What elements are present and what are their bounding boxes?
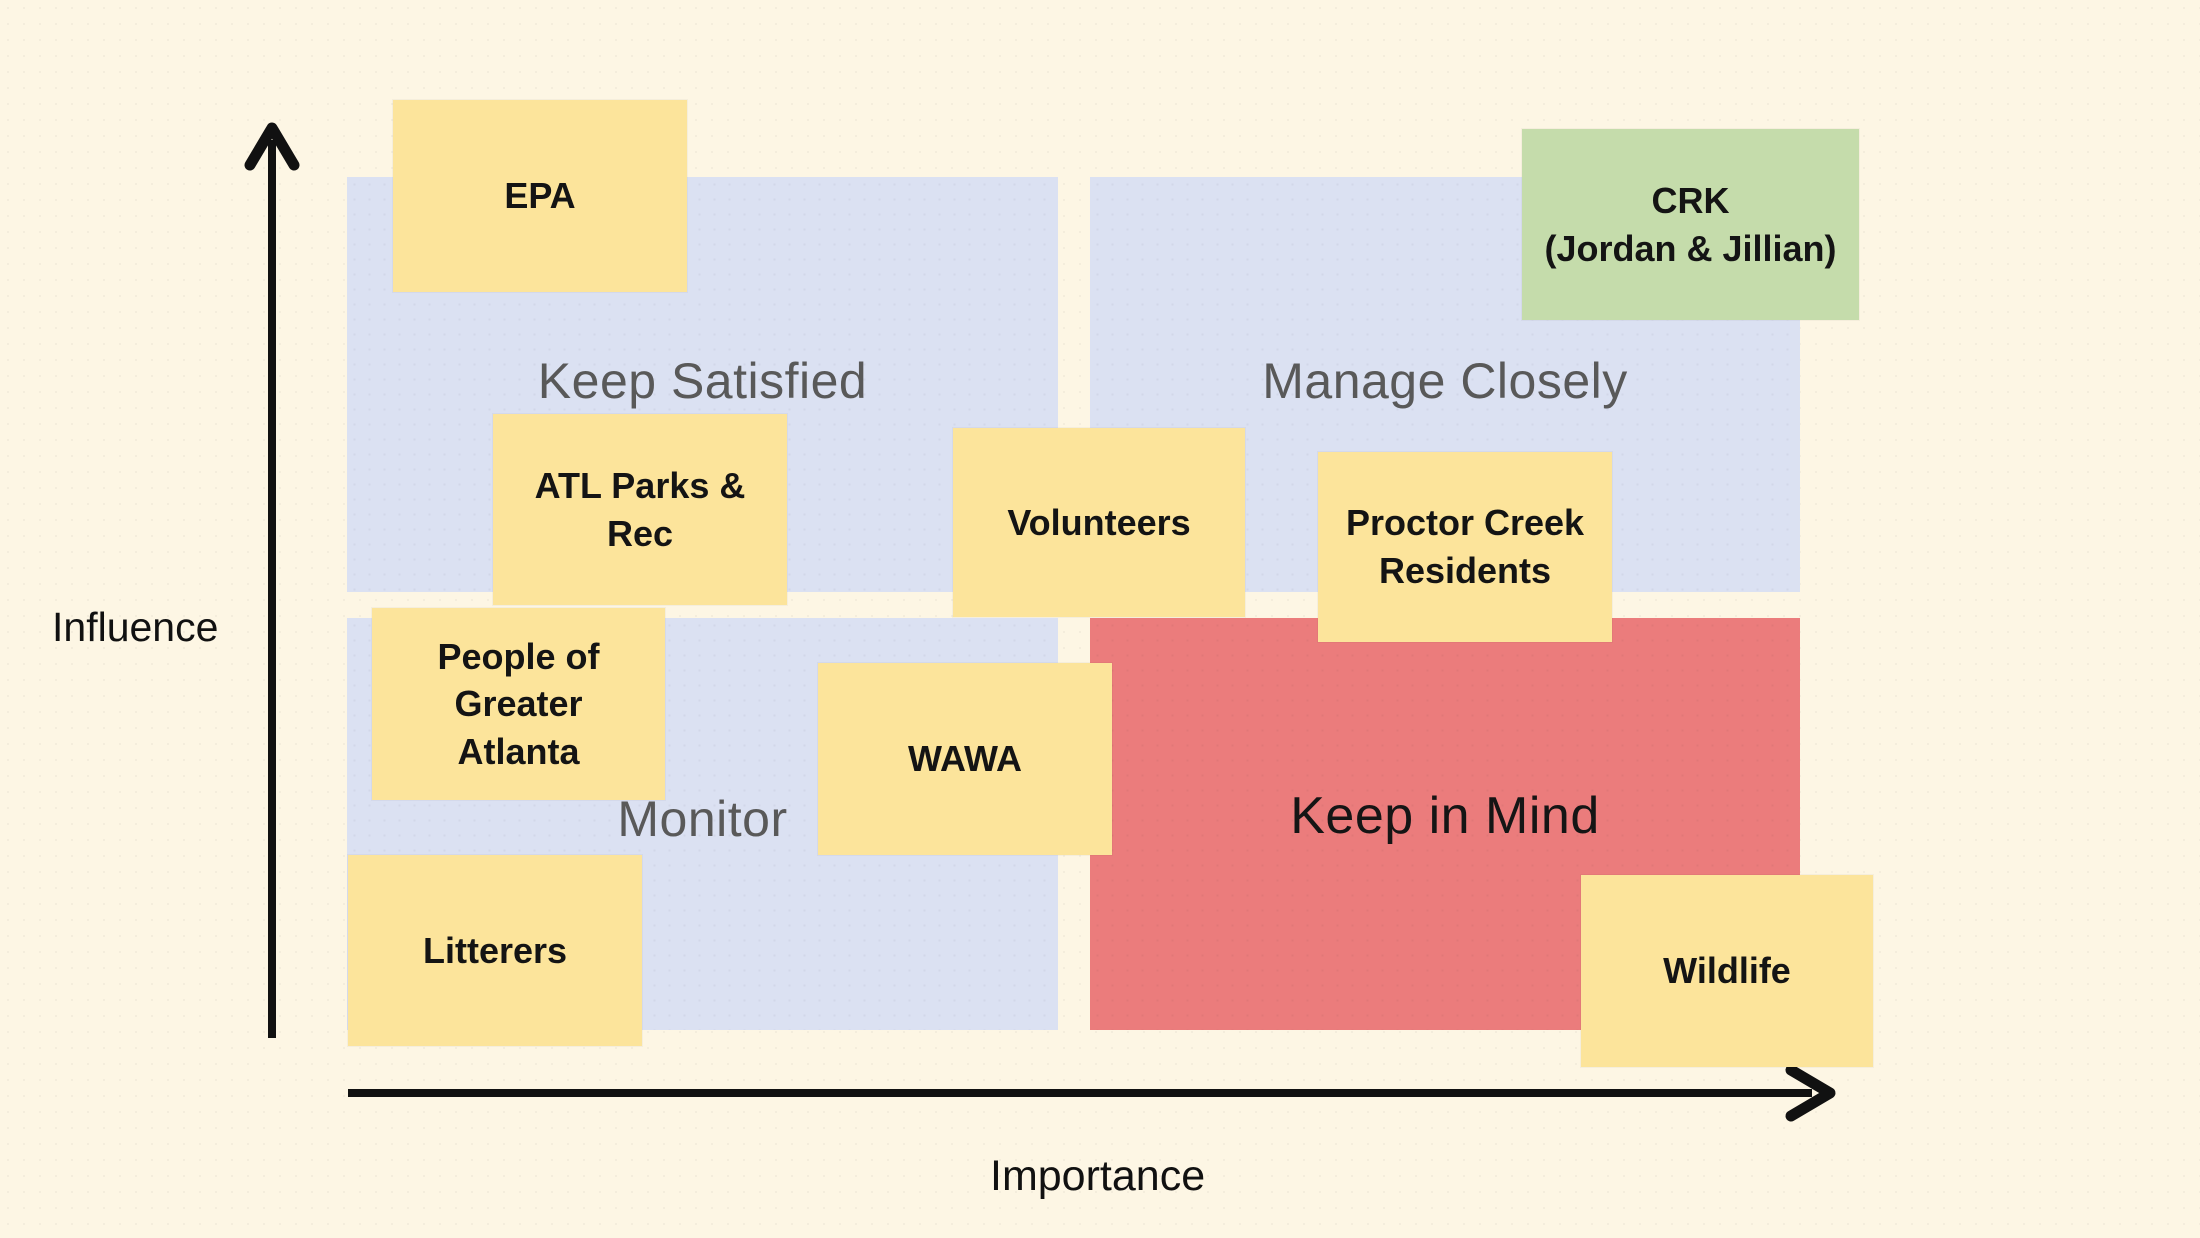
quadrant-keep-in-mind: Keep in Mind	[1090, 618, 1800, 1030]
y-axis-arrow	[244, 122, 300, 1038]
sticky-note-atl-parks-rec[interactable]: ATL Parks & Rec	[493, 414, 787, 605]
sticky-note-people-of-greater-atlanta[interactable]: People of Greater Atlanta	[372, 608, 665, 800]
x-axis-arrow	[348, 1064, 1836, 1122]
quadrant-label-keep-satisfied: Keep Satisfied	[537, 353, 868, 409]
quadrant-label-monitor: Monitor	[617, 791, 788, 847]
sticky-note-crk[interactable]: CRK (Jordan & Jillian)	[1522, 129, 1859, 320]
sticky-note-litterers[interactable]: Litterers	[348, 855, 642, 1046]
sticky-note-volunteers[interactable]: Volunteers	[953, 428, 1245, 617]
sticky-note-wawa[interactable]: WAWA	[818, 663, 1112, 855]
x-axis-label: Importance	[990, 1152, 1206, 1200]
quadrant-label-keep-in-mind: Keep in Mind	[1290, 787, 1600, 845]
quadrant-label-manage-closely: Manage Closely	[1262, 353, 1628, 409]
sticky-note-epa[interactable]: EPA	[393, 100, 687, 292]
y-axis-label: Influence	[52, 604, 219, 650]
sticky-note-wildlife[interactable]: Wildlife	[1581, 875, 1873, 1067]
sticky-note-proctor-creek-residents[interactable]: Proctor Creek Residents	[1318, 452, 1612, 642]
